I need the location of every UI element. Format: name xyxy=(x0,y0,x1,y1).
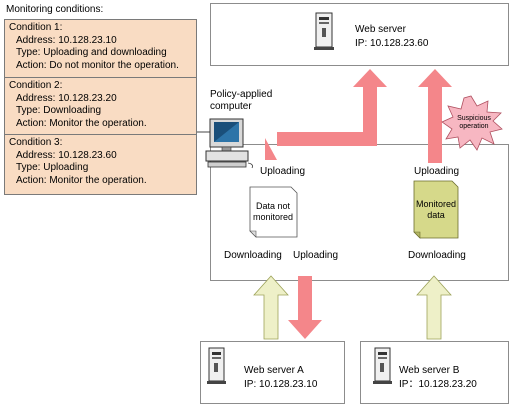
downloading-label-right: Downloading xyxy=(408,250,466,261)
condition-3-address: Address: 10.128.23.60 xyxy=(16,149,117,161)
web-server-b-name: Web server B xyxy=(399,365,460,376)
monitored-doc-line2: data xyxy=(427,210,445,220)
conditions-panel: Condition 1: Address: 10.128.23.10 Type:… xyxy=(4,19,197,195)
condition-1-title: Condition 1: xyxy=(9,22,63,33)
not-monitored-doc-line2: monitored xyxy=(252,212,294,222)
upload-arrow-bottom xyxy=(288,276,322,339)
condition-1-action: Action: Do not monitor the operation. xyxy=(16,59,179,71)
web-server-top-ip: IP: 10.128.23.60 xyxy=(355,38,429,49)
condition-2-type: Type: Downloading xyxy=(16,105,102,116)
computer-icon xyxy=(205,118,253,169)
web-server-a-name: Web server A xyxy=(244,365,304,376)
monitoring-heading: Monitoring conditions: xyxy=(6,4,104,15)
upload-arrow-right xyxy=(418,69,452,163)
download-arrow-left xyxy=(253,275,289,340)
download-arrow-right xyxy=(416,275,452,340)
condition-2-action: Action: Monitor the operation. xyxy=(16,117,147,129)
web-server-a-icon xyxy=(207,347,226,384)
computer-label-line2: computer xyxy=(210,101,252,112)
web-server-b-ip: IP：10.128.23.20 xyxy=(399,379,477,390)
upload-arrow-left xyxy=(265,69,387,160)
condition-3-action: Action: Monitor the operation. xyxy=(16,174,147,186)
not-monitored-doc-line1: Data not xyxy=(255,201,291,211)
web-server-b-icon xyxy=(373,347,392,384)
web-server-a-ip: IP: 10.128.23.10 xyxy=(244,379,318,390)
uploading-label-right: Uploading xyxy=(414,166,460,177)
computer-label-line1: Policy-applied xyxy=(210,89,273,100)
condition-3-type: Type: Uploading xyxy=(16,162,89,173)
condition-3-title: Condition 3: xyxy=(9,137,63,148)
uploading-label-left: Uploading xyxy=(260,166,306,177)
web-server-top-name: Web server xyxy=(355,24,406,35)
downloading-label-left: Downloading xyxy=(224,250,282,261)
condition-1-address: Address: 10.128.23.10 xyxy=(16,34,117,46)
web-server-top-box xyxy=(210,3,509,66)
policy-computer-box xyxy=(210,144,509,281)
suspicious-label-line2: operation xyxy=(459,123,489,130)
condition-2-title: Condition 2: xyxy=(9,80,63,91)
condition-1-type: Type: Uploading and downloading xyxy=(16,47,167,58)
suspicious-label-line1: Suspicious xyxy=(457,115,491,122)
condition-1: Condition 1: Address: 10.128.23.10 Type:… xyxy=(5,22,196,72)
monitored-doc-line1: Monitored xyxy=(415,199,457,209)
condition-2: Condition 2: Address: 10.128.23.20 Type:… xyxy=(5,77,196,130)
uploading-label-bottom: Uploading xyxy=(293,250,339,261)
condition-3: Condition 3: Address: 10.128.23.60 Type:… xyxy=(5,134,196,187)
suspicious-burst xyxy=(441,95,503,151)
condition-2-address: Address: 10.128.23.20 xyxy=(16,92,117,104)
web-server-top-icon xyxy=(314,12,334,50)
